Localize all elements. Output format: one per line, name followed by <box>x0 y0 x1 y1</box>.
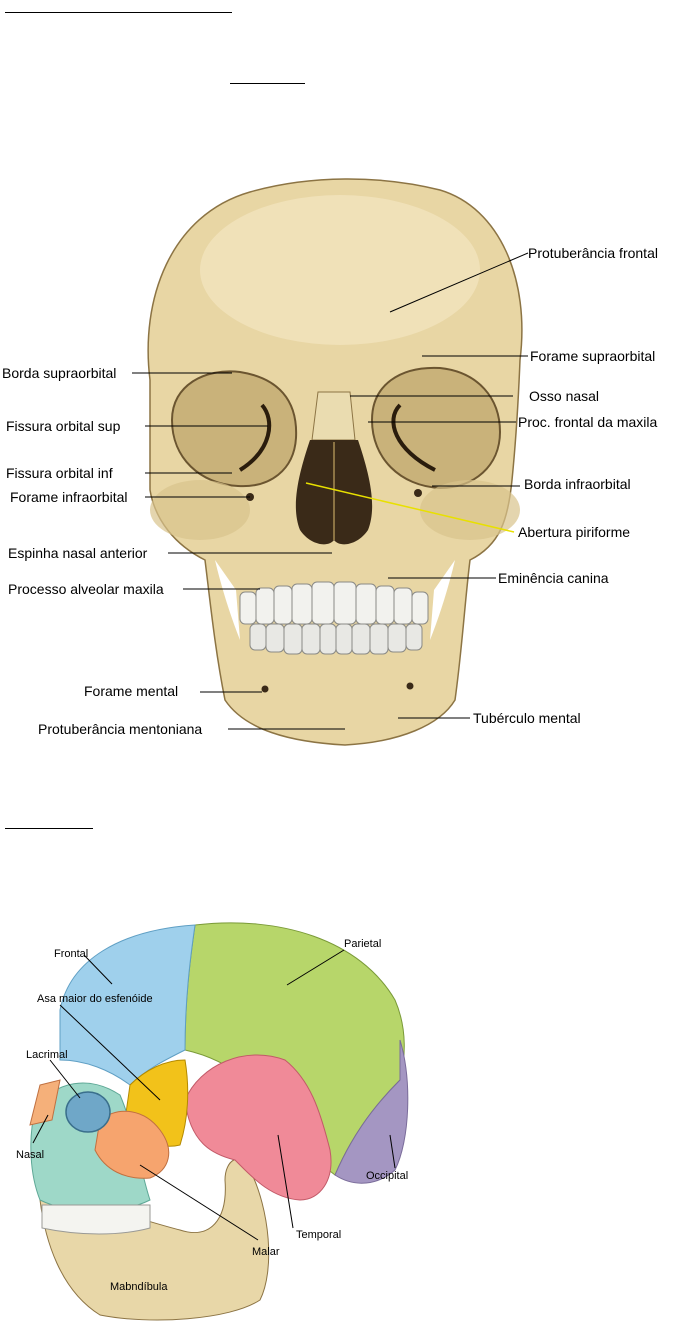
label-asa-maior-esfenoide: Asa maior do esfenóide <box>37 993 153 1005</box>
lower-teeth <box>249 623 423 655</box>
header-rule-top <box>5 12 232 13</box>
label-espinha-nasal-anterior: Espinha nasal anterior <box>8 545 148 561</box>
label-processo-alveolar-maxila: Processo alveolar maxila <box>8 581 164 597</box>
label-protuberancia-frontal: Protuberância frontal <box>528 245 658 261</box>
occipital-bone <box>334 1039 409 1184</box>
mandible-bone <box>39 1158 270 1321</box>
label-mandibula: Mabndíbula <box>110 1281 168 1293</box>
upper-teeth <box>239 581 429 625</box>
label-parietal: Parietal <box>344 938 381 950</box>
label-lacrimal: Lacrimal <box>26 1049 68 1061</box>
header-rule-sub <box>230 83 305 84</box>
nasal-bone <box>311 391 356 441</box>
mental-foramen-left <box>261 685 269 693</box>
label-forame-infraorbital: Forame infraorbital <box>10 489 128 505</box>
label-fissura-orbital-inf: Fissura orbital inf <box>6 465 113 481</box>
abertura-piriforme-leader <box>305 482 515 533</box>
label-frontal: Frontal <box>54 948 88 960</box>
lateral-skull-illustration: Frontal Parietal Asa maior do esfenóide … <box>16 922 409 1321</box>
right-cheek <box>420 480 520 540</box>
mental-foramen-right <box>406 682 414 690</box>
label-protuberancia-mentoniana: Protuberância mentoniana <box>38 721 202 737</box>
lateral-teeth <box>41 1204 151 1235</box>
left-orbital-fissure <box>238 403 272 472</box>
lateral-orbit <box>65 1091 111 1133</box>
right-ramus-gap <box>430 560 455 640</box>
lateral-leader-lines <box>32 949 396 1241</box>
label-fissura-orbital-sup: Fissura orbital sup <box>6 418 121 434</box>
label-temporal: Temporal <box>296 1229 341 1241</box>
left-orbit <box>170 370 298 488</box>
label-osso-nasal: Osso nasal <box>529 388 599 404</box>
label-malar: Malar <box>252 1246 280 1258</box>
label-borda-supraorbital: Borda supraorbital <box>2 365 116 381</box>
label-forame-mental: Forame mental <box>84 683 178 699</box>
infraorbital-foramen-right <box>414 489 422 497</box>
label-tuberculo-mental: Tubérculo mental <box>473 710 581 726</box>
label-borda-infraorbital: Borda infraorbital <box>524 476 631 492</box>
right-orbit <box>370 366 502 490</box>
right-orbital-fissure <box>391 403 436 472</box>
label-nasal: Nasal <box>16 1149 44 1161</box>
forehead-highlight <box>200 195 480 345</box>
malar-bone <box>94 1110 170 1179</box>
nasal-bone-lateral <box>29 1079 61 1126</box>
left-cheek <box>150 480 250 540</box>
label-proc-frontal-maxila: Proc. frontal da maxila <box>518 414 657 430</box>
label-eminencia-canina: Eminência canina <box>498 570 609 586</box>
temporal-bone <box>184 1054 332 1201</box>
label-forame-supraorbital: Forame supraorbital <box>530 348 655 364</box>
label-occipital: Occipital <box>366 1170 408 1182</box>
label-abertura-piriforme: Abertura piriforme <box>518 524 630 540</box>
section-rule-lateral <box>5 828 93 829</box>
frontal-skull-illustration: Protuberância frontal Forame supraorbita… <box>2 178 658 746</box>
frontal-leader-lines <box>132 252 529 730</box>
left-ramus-gap <box>215 560 240 640</box>
